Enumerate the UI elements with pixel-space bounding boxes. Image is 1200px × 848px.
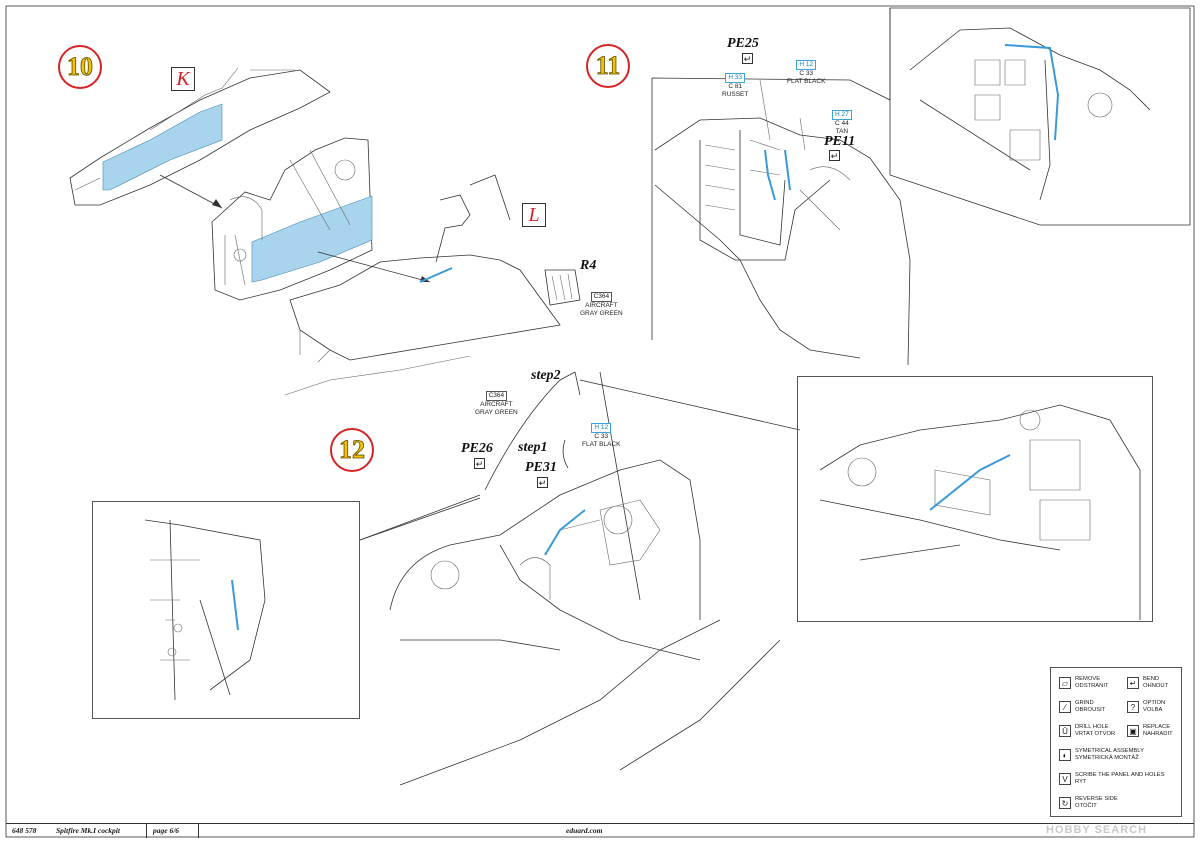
sheet-border bbox=[5, 5, 1195, 838]
bend-icon: ↵ bbox=[474, 458, 485, 469]
step10-fuselage-panel bbox=[69, 67, 331, 206]
symmetry-icon: ◐ bbox=[1059, 749, 1071, 761]
step11-cockpit bbox=[654, 79, 911, 366]
paint-h12-c33-pe25: H 12 C 33 FLAT BLACK bbox=[787, 60, 826, 85]
drill-icon: Ū bbox=[1059, 725, 1071, 737]
footer-website: eduard.com bbox=[566, 826, 603, 835]
footer-product-code: 648 578 bbox=[12, 826, 37, 835]
r4-part bbox=[544, 269, 581, 306]
step12-inset-left-art bbox=[144, 519, 266, 701]
step12-detail-inset-left bbox=[92, 501, 360, 719]
bend-icon: ↵ bbox=[829, 150, 840, 161]
part-pe11-label: PE11 bbox=[824, 134, 856, 149]
part-l-label: L bbox=[522, 203, 546, 227]
remove-icon: ▱ bbox=[1059, 677, 1071, 689]
step11-frame bbox=[651, 8, 891, 340]
question-icon: ? bbox=[1127, 701, 1139, 713]
part-pe26-label: PE26 bbox=[461, 441, 493, 456]
step-12-circle: 12 bbox=[330, 428, 374, 472]
step11-inset bbox=[889, 7, 1191, 226]
watermark-logo: HOBBY SEARCH bbox=[1046, 824, 1148, 836]
step12-parts bbox=[484, 371, 641, 601]
paint-h33-c81: H 33 C 81 RUSSET bbox=[722, 73, 749, 98]
step10-fuselage-side bbox=[284, 174, 561, 396]
footer-product-name: Spitfire Mk.I cockpit bbox=[56, 826, 120, 835]
paint-h12-c33-step1: H 12 C 33 FLAT BLACK bbox=[582, 423, 621, 448]
step10-cockpit-tub bbox=[211, 137, 373, 301]
part-pe31-label: PE31 bbox=[525, 460, 557, 475]
paint-c364-pe26: C364 AIRCRAFT GRAY GREEN bbox=[475, 391, 518, 416]
step10-arrow-2 bbox=[317, 251, 431, 283]
reverse-icon: ↻ bbox=[1059, 797, 1071, 809]
step12-leader-left bbox=[359, 497, 481, 541]
part-k-label: K bbox=[171, 67, 195, 91]
grind-icon: ⁄ bbox=[1059, 701, 1071, 713]
footer-bar: 648 578 Spitfire Mk.I cockpit page 6/6 e… bbox=[6, 823, 1194, 838]
paint-c364-r4: C364 AIRCRAFT GRAY GREEN bbox=[580, 292, 623, 317]
step12-inset-right-art bbox=[819, 404, 1141, 620]
step1-label: step1 bbox=[518, 440, 548, 455]
part-pe25-label: PE25 bbox=[727, 36, 759, 51]
part-r4-label: R4 bbox=[580, 258, 597, 273]
replace-icon: ▣ bbox=[1127, 725, 1139, 737]
step2-label: step2 bbox=[531, 368, 561, 383]
step12-detail-inset-right bbox=[797, 376, 1153, 622]
bend-icon: ↵ bbox=[1127, 677, 1139, 689]
step-10-circle: 10 bbox=[58, 45, 102, 89]
paint-h27-c44: H 27 C 44 TAN bbox=[832, 110, 852, 136]
step12-fuselage bbox=[359, 379, 801, 786]
step-11-circle: 11 bbox=[586, 44, 630, 88]
step10-arrow-1 bbox=[159, 174, 223, 209]
footer-page: page 6/6 bbox=[153, 826, 180, 835]
bend-icon: ↵ bbox=[742, 53, 753, 64]
bend-icon: ↵ bbox=[537, 477, 548, 488]
scribe-icon: V bbox=[1059, 773, 1071, 785]
